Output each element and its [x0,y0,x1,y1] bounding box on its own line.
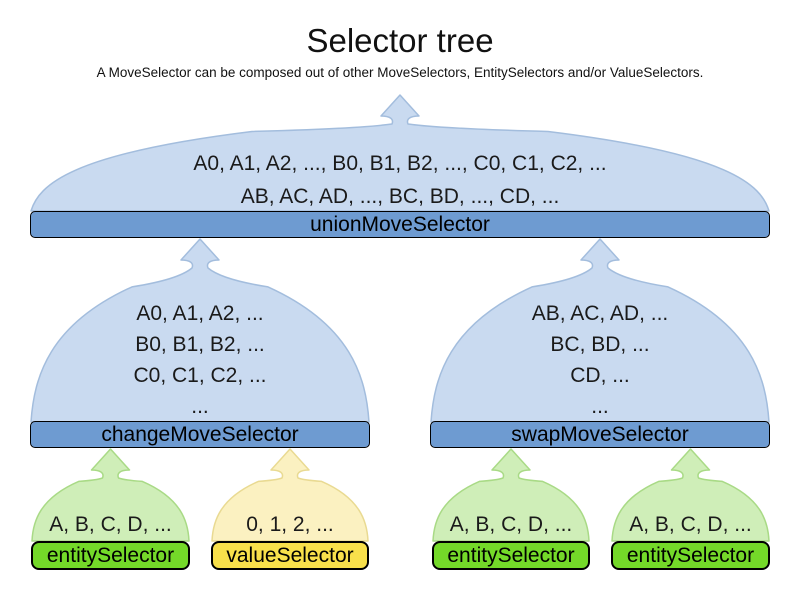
change-funnel-path [30,238,370,423]
entity2-funnel-arrow-shape [432,448,590,542]
change-items-line-4: ... [191,395,209,418]
swap-move-selector-bar: swapMoveSelector [430,421,770,448]
swap-funnel-arrow-shape [430,238,770,423]
entity1-funnel-items: A, B, C, D, ... [31,514,190,536]
entity3-funnel-arrow-shape [611,448,770,542]
entity-selector-label-1: entitySelector [46,543,175,567]
value-items-line-1: 0, 1, 2, ... [246,513,334,536]
entity-selector-label-2: entitySelector [447,543,575,567]
swap-items-line-2: BC, BD, ... [550,333,650,356]
entity2-funnel-path [432,448,590,542]
swap-items-line-3: CD, ... [570,364,630,387]
entity-selector-bar-1: entitySelector [31,541,190,570]
entity-selector-bar-3: entitySelector [611,541,770,570]
change-items-line-3: C0, C1, C2, ... [133,364,267,387]
entity3-items-line-1: A, B, C, D, ... [629,513,752,536]
value-selector-bar: valueSelector [211,541,369,570]
swap-funnel-items: AB, AC, AD, ... BC, BD, ... CD, ... ... [430,298,770,422]
union-items-line-1: A0, A1, A2, ..., B0, B1, B2, ..., C0, C1… [193,152,607,175]
value-selector-label: valueSelector [226,543,354,567]
change-items-line-2: B0, B1, B2, ... [135,333,265,356]
entity-selector-bar-2: entitySelector [432,541,590,570]
value-funnel-items: 0, 1, 2, ... [211,514,369,536]
union-funnel-items: A0, A1, A2, ..., B0, B1, B2, ..., C0, C1… [30,147,770,213]
entity1-items-line-1: A, B, C, D, ... [49,513,172,536]
union-items-line-2: AB, AC, AD, ..., BC, BD, ..., CD, ... [240,185,560,208]
change-funnel-items: A0, A1, A2, ... B0, B1, B2, ... C0, C1, … [30,298,370,422]
swap-move-selector-label: swapMoveSelector [511,422,689,446]
change-items-line-1: A0, A1, A2, ... [136,302,264,325]
entity2-items-line-1: A, B, C, D, ... [449,513,573,536]
entity1-funnel-arrow-shape [31,448,190,542]
change-funnel-arrow-shape [30,238,370,423]
entity-selector-label-3: entitySelector [626,543,755,567]
entity1-funnel-path [31,448,190,542]
value-funnel-arrow-shape [211,448,369,542]
entity3-funnel-path [611,448,770,542]
swap-items-line-1: AB, AC, AD, ... [531,302,669,325]
page-subtitle: A MoveSelector can be composed out of ot… [96,65,704,80]
union-funnel-arrow-shape [30,94,770,212]
swap-items-line-4: ... [591,395,609,418]
change-move-selector-label: changeMoveSelector [101,422,299,446]
union-move-selector-label: unionMoveSelector [310,212,490,236]
swap-funnel-path [430,238,770,423]
entity3-funnel-items: A, B, C, D, ... [611,514,770,536]
union-move-selector-bar: unionMoveSelector [30,211,770,238]
page-title: Selector tree [306,22,494,59]
entity2-funnel-items: A, B, C, D, ... [432,514,590,536]
value-funnel-path [211,448,369,542]
union-funnel-path [30,94,770,212]
change-move-selector-bar: changeMoveSelector [30,421,370,448]
